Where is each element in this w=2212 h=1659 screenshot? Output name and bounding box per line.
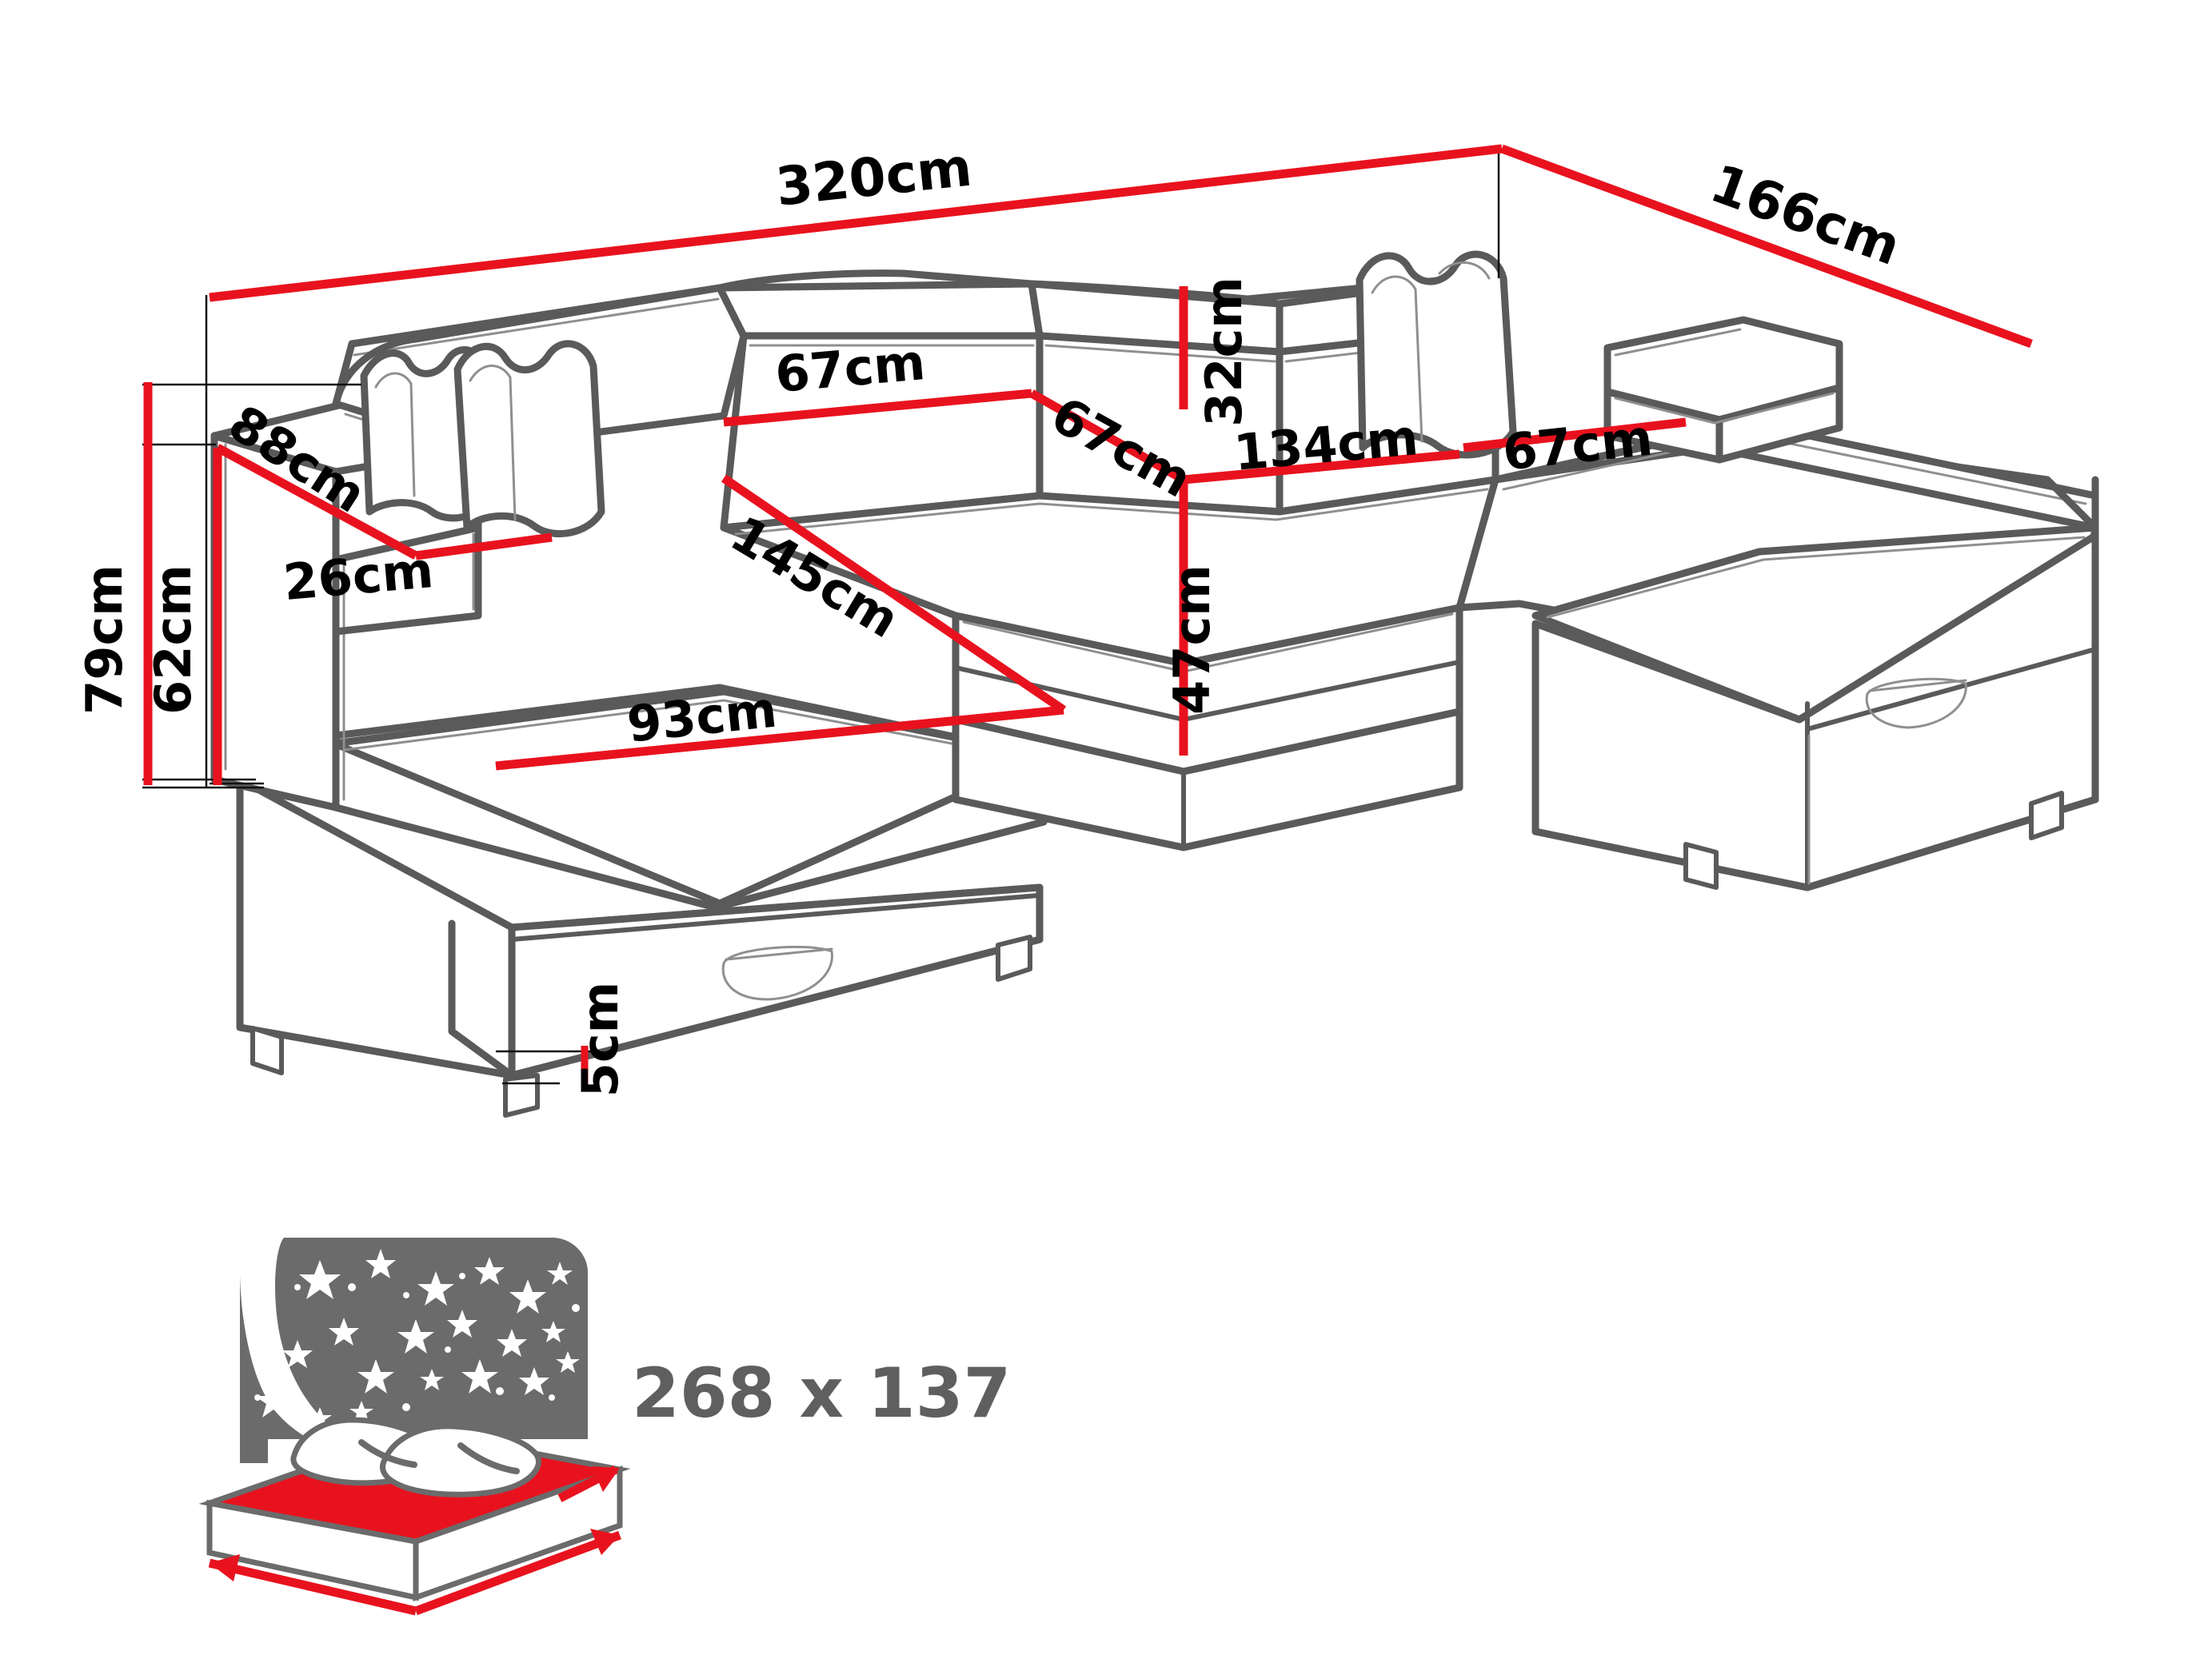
dimension-line-134 (1183, 449, 1460, 485)
left-chaise-module (210, 400, 1050, 1118)
dimension-line-145 (721, 474, 1067, 714)
dimension-line-93 (495, 705, 1064, 771)
sleeping-area-label: 268 x 137 (632, 1354, 1011, 1434)
dimension-label-26: 26cm (281, 540, 435, 612)
sleeping-area-icon (198, 1238, 631, 1616)
dimension-label-62: 62cm (144, 564, 202, 715)
dimension-label-32: 32cm (1195, 277, 1253, 427)
dimension-label-79: 79cm (75, 564, 134, 715)
dimension-label-47: 47cm (1163, 564, 1221, 715)
dimension-line-26 (415, 532, 553, 560)
dimension-line-166 (1500, 144, 2033, 349)
dimension-line-67-diag (1029, 389, 1186, 484)
right-throw-pillow (1356, 250, 1517, 459)
right-chaise-module (1455, 316, 2099, 891)
dimension-line-88 (215, 444, 418, 560)
dimension-line-320 (209, 144, 1503, 302)
dimension-label-5: 5cm (571, 982, 629, 1098)
left-throw-pillows (360, 340, 605, 538)
dimension-label-67-back: 67cm (773, 333, 927, 404)
dimension-line-67-right (1463, 417, 1687, 453)
dimension-line-67-back (723, 389, 1032, 427)
